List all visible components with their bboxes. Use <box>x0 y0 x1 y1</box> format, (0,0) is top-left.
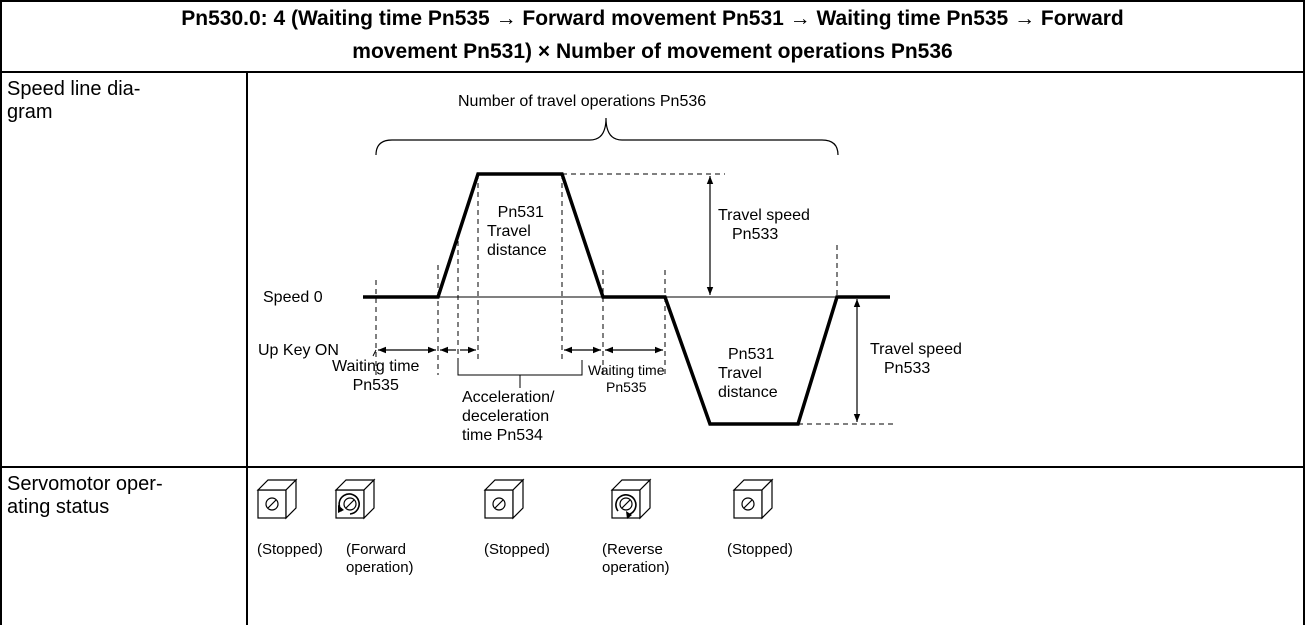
reverse-distance: distance <box>718 384 778 401</box>
speed-label-line-1: Speed line dia- <box>7 78 141 100</box>
waiting-time-mid-line-2: Pn535 <box>606 379 647 395</box>
travel-speed-bottom-line-2: Pn533 <box>884 360 931 377</box>
motor-caption-2-line-1: (Forward <box>346 541 407 558</box>
status-label-line-1: Servomotor oper- <box>7 473 163 495</box>
motor-caption-1: (Stopped) <box>257 541 323 559</box>
table-border-right <box>1303 0 1305 625</box>
travel-count-brace <box>375 117 839 156</box>
waiting-time-mid: Waiting time Pn535 <box>588 362 665 396</box>
reverse-travel: Travel <box>718 365 762 382</box>
brace-label: Number of travel operations Pn536 <box>458 93 707 110</box>
waiting-time-mid-line-1: Waiting time <box>588 362 665 378</box>
table-header-line-2: movement Pn531) × Number of movement ope… <box>352 40 953 63</box>
motor-caption-3-line-1: (Stopped) <box>484 541 550 558</box>
servomotor-status-label: Servomotor oper- ating status <box>7 473 163 519</box>
forward-param: Pn531 <box>497 204 544 221</box>
up-key-on-label: Up Key ON <box>258 342 339 359</box>
accel-decel-label: Acceleration/ deceleration time Pn534 <box>462 388 555 445</box>
travel-speed-top-line-2: Pn533 <box>732 226 779 243</box>
row-divider <box>0 466 1305 468</box>
waiting-time-left-line-2: Pn535 <box>352 377 399 394</box>
accel-line-3: time Pn534 <box>462 427 543 444</box>
travel-speed-top: Travel speed Pn533 <box>718 206 810 244</box>
motor-caption-3: (Stopped) <box>484 541 550 559</box>
guide-lines <box>375 173 895 425</box>
forward-distance: distance <box>487 242 547 259</box>
motor-reverse-icon <box>611 479 651 519</box>
speed-label-line-2: gram <box>7 101 53 123</box>
motor-caption-1-line-1: (Stopped) <box>257 541 323 558</box>
motor-stopped-icon <box>484 479 524 519</box>
motor-caption-4: (Reverse operation) <box>602 541 670 577</box>
travel-speed-bottom: Travel speed Pn533 <box>870 340 962 378</box>
table-header-line-1: Pn530.0: 4 (Waiting time Pn535 → Forward… <box>181 7 1124 30</box>
travel-speed-top-line-1: Travel speed <box>718 207 810 224</box>
motor-forward-icon <box>335 479 375 519</box>
upkey-leader <box>372 349 377 357</box>
motor-caption-5-line-1: (Stopped) <box>727 541 793 558</box>
table-border-left <box>0 0 2 625</box>
header-divider <box>0 71 1305 73</box>
motor-stopped-icon <box>733 479 773 519</box>
motor-stopped-icon <box>257 479 297 519</box>
motor-caption-4-line-1: (Reverse <box>602 541 663 558</box>
motor-caption-2: (Forward operation) <box>346 541 414 577</box>
accel-line-2: deceleration <box>462 408 550 425</box>
table-border-top <box>0 0 1305 2</box>
motor-caption-5: (Stopped) <box>727 541 793 559</box>
waiting-time-left-line-1: Waiting time <box>332 358 420 375</box>
motor-caption-4-line-2: operation) <box>602 559 670 576</box>
forward-travel: Travel <box>487 223 531 240</box>
accel-line-1: Acceleration/ <box>462 389 555 406</box>
waiting-time-left: Waiting time Pn535 <box>332 357 419 395</box>
reverse-param: Pn531 <box>728 346 775 363</box>
motor-caption-2-line-2: operation) <box>346 559 414 576</box>
reverse-travel-block: Pn531 Travel distance <box>718 345 778 402</box>
travel-speed-bottom-line-1: Travel speed <box>870 341 962 358</box>
column-divider <box>246 71 248 625</box>
status-label-line-2: ating status <box>7 496 110 518</box>
speed-line-diagram-label: Speed line dia- gram <box>7 78 140 124</box>
speed-zero-label: Speed 0 <box>263 289 323 306</box>
forward-travel-block: Pn531 Travel distance <box>487 203 547 260</box>
